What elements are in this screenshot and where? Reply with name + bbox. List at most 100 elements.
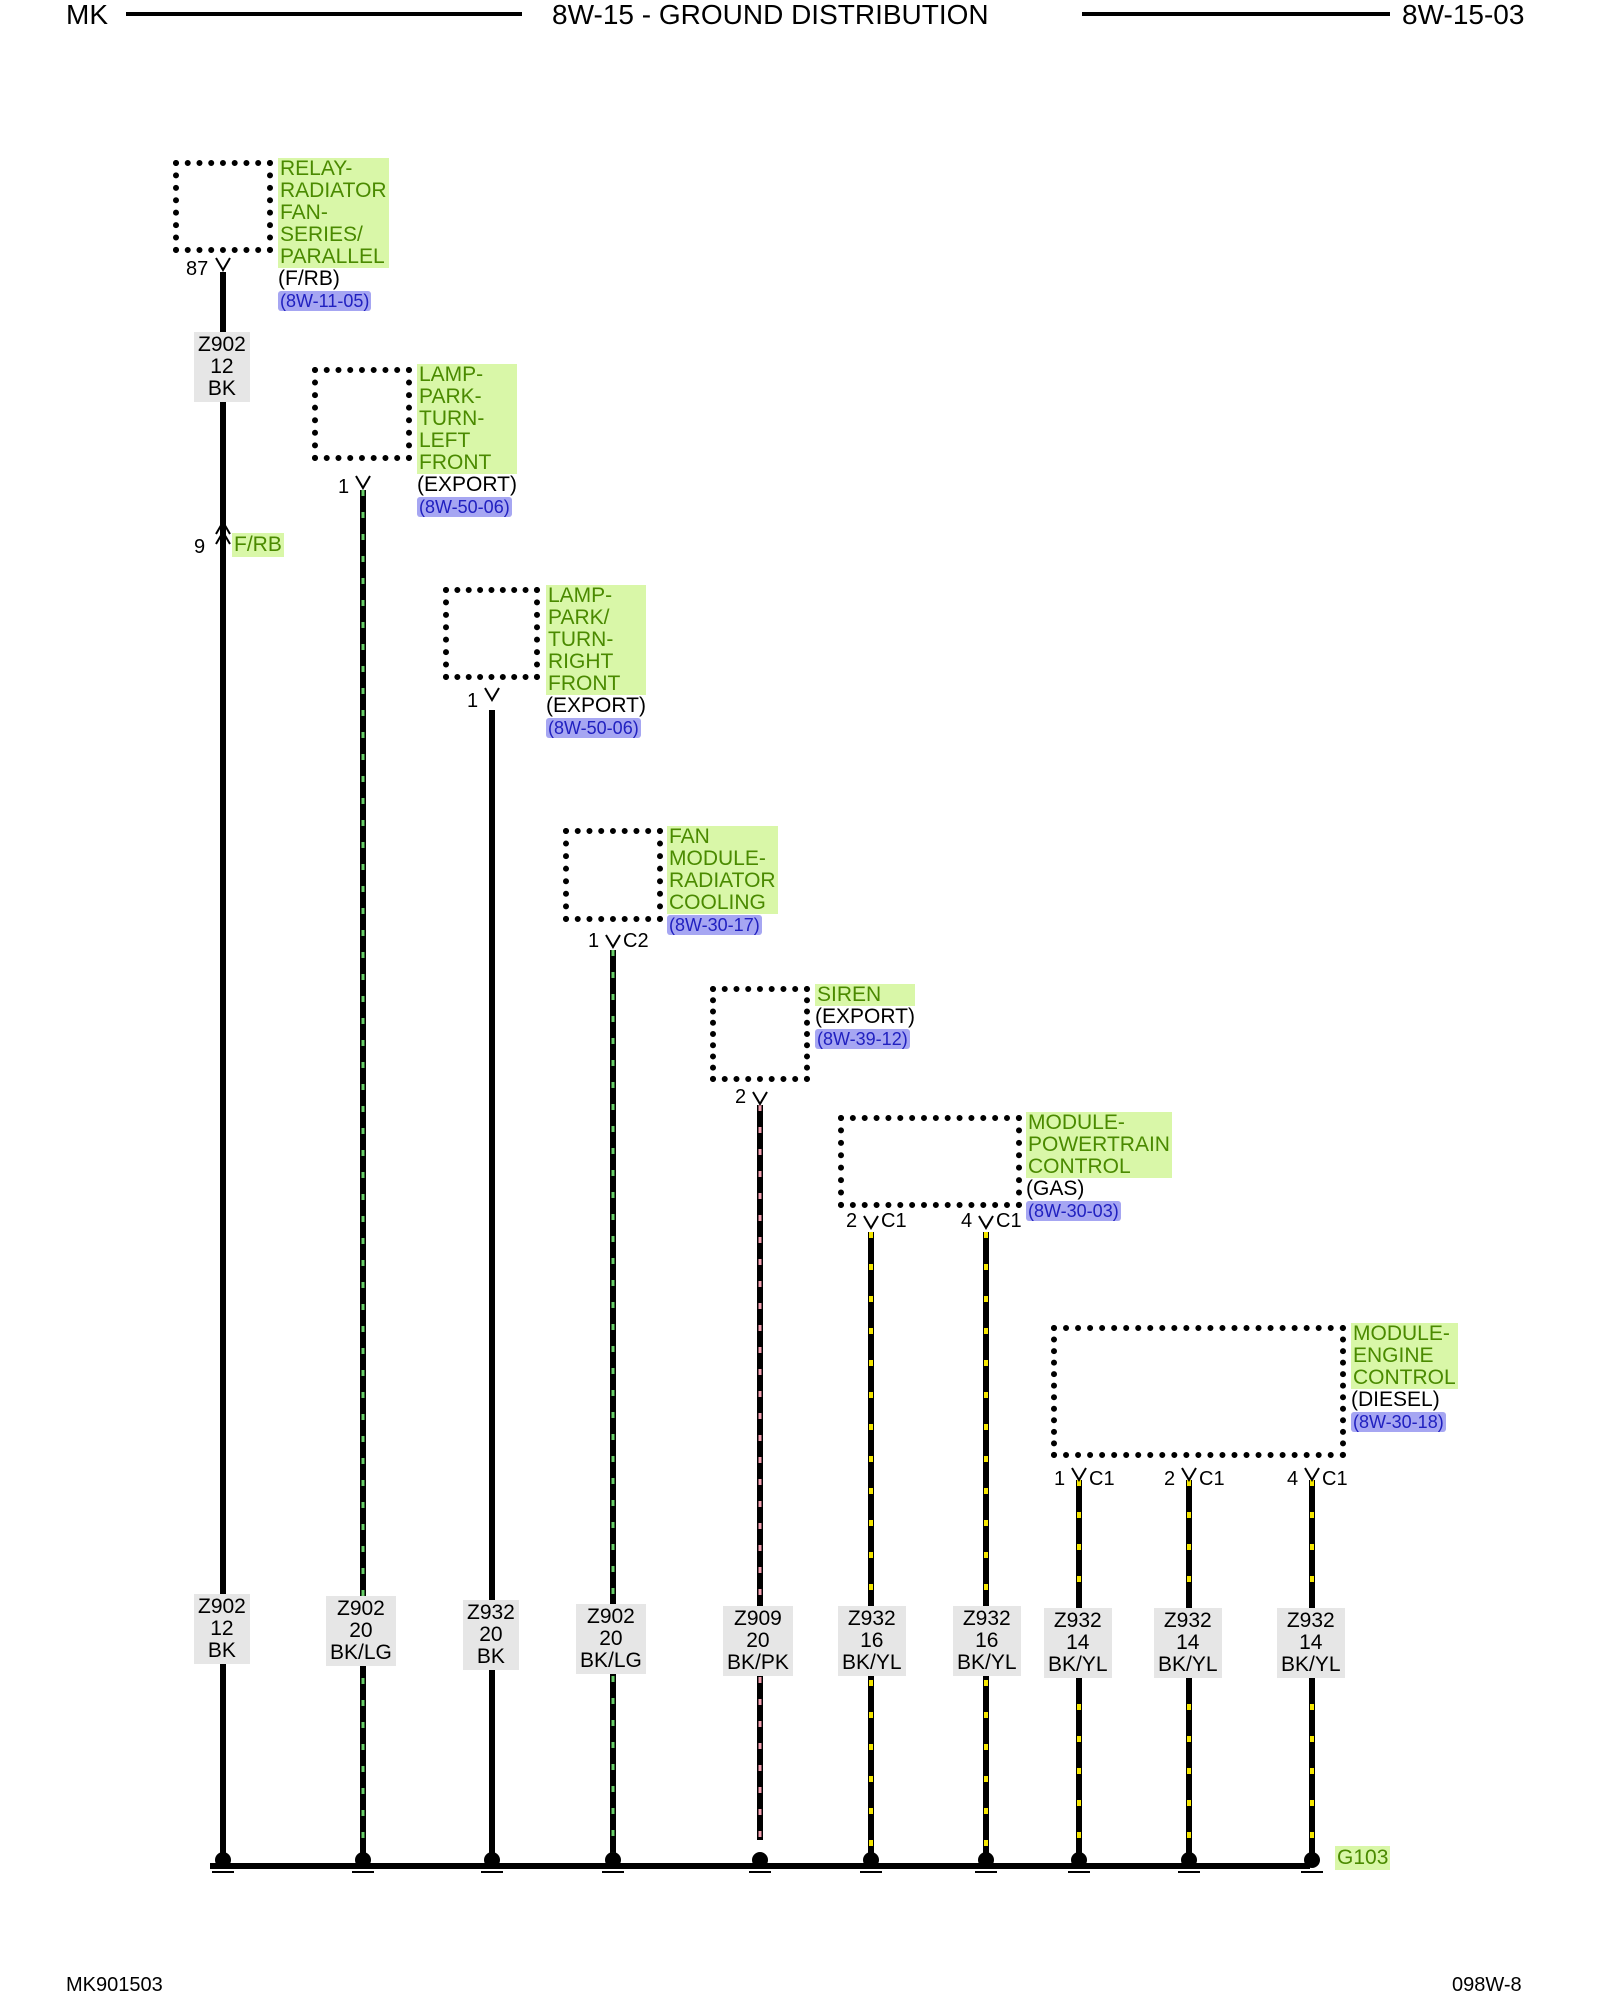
label-line: FRONT [417, 452, 517, 474]
pin-number: 2 [846, 1210, 858, 1232]
pin-number: 1 [588, 930, 600, 952]
wire-label: Z932 14 BK/YL [1154, 1608, 1222, 1678]
component-label-pcm: MODULE- POWERTRAIN CONTROL (GAS) (8W-30-… [1026, 1112, 1172, 1222]
page-title: 8W-15 - GROUND DISTRIBUTION [552, 0, 989, 30]
label-line: FAN- [278, 202, 389, 224]
pin-number: 1 [1054, 1468, 1066, 1490]
label-line: MODULE- [1026, 1112, 1172, 1134]
label-line: RADIATOR [667, 869, 778, 892]
pin-number: 1 [338, 476, 350, 498]
wire-circuit: Z902 [337, 1597, 385, 1620]
wire-label: Z932 20 BK [463, 1600, 519, 1670]
footer-left: MK901503 [66, 1974, 163, 1996]
page-reference-link[interactable]: (8W-11-05) [278, 291, 372, 311]
wire-label: Z932 14 BK/YL [1277, 1608, 1345, 1678]
connector-id: C1 [1089, 1468, 1115, 1490]
label-line: ENGINE [1351, 1345, 1458, 1367]
label-line: CONTROL [1351, 1366, 1458, 1389]
wire-color: BK/LG [330, 1641, 392, 1664]
pin-number: 2 [735, 1086, 747, 1108]
page-reference-link[interactable]: (8W-30-17) [667, 915, 762, 935]
component-label-siren: SIREN (EXPORT) (8W-39-12) [815, 984, 915, 1050]
connector-id: C1 [881, 1210, 907, 1232]
label-line: CONTROL [1026, 1156, 1172, 1178]
component-note: (EXPORT) [815, 1005, 915, 1028]
module-powertrain-control-box[interactable] [838, 1115, 1022, 1208]
label-line: LAMP- [417, 364, 517, 386]
label-line: TURN- [417, 408, 517, 430]
wire-gauge: 14 [1176, 1631, 1200, 1654]
wire-label: Z932 16 BK/YL [838, 1606, 906, 1676]
pin-number: 87 [186, 258, 209, 280]
wire-color: BK/YL [842, 1651, 902, 1674]
label-line: COOLING [667, 892, 778, 914]
connector-id: C1 [996, 1210, 1022, 1232]
label-line: POWERTRAIN [1026, 1133, 1172, 1156]
wire-gauge: 20 [599, 1627, 623, 1650]
label-line: LEFT [417, 430, 517, 452]
wire-gauge: 12 [210, 1617, 234, 1640]
wire-gauge: 20 [479, 1623, 503, 1646]
label-line: MODULE- [1351, 1323, 1458, 1345]
component-label-fan-module: FAN MODULE- RADIATOR COOLING (8W-30-17) [667, 826, 778, 936]
wire-label-upper: Z902 12 BK [194, 332, 250, 402]
component-label-lamp-right: LAMP- PARK/ TURN- RIGHT FRONT (EXPORT) (… [546, 585, 646, 739]
label-line: RIGHT [546, 651, 646, 673]
wire-color: BK/YL [1048, 1653, 1108, 1676]
wire-color: BK/YL [957, 1651, 1017, 1674]
header-left: MK [66, 0, 108, 30]
component-note: (EXPORT) [546, 694, 646, 717]
wire-gauge: 16 [975, 1629, 999, 1652]
page-reference-link[interactable]: (8W-30-03) [1026, 1201, 1121, 1221]
label-line: LAMP- [546, 585, 646, 607]
splice-pin-number: 9 [194, 536, 206, 558]
component-label-relay: RELAY- RADIATOR FAN- SERIES/ PARALLEL (F… [278, 158, 389, 312]
wire-color: BK [207, 377, 236, 400]
page-reference-link[interactable]: (8W-50-06) [417, 497, 512, 517]
label-line: PARALLEL [278, 246, 389, 268]
splice-connector-label: F/RB [232, 533, 284, 557]
connector-id: C2 [623, 930, 649, 952]
label-line: FRONT [546, 673, 646, 695]
wire-circuit: Z902 [587, 1605, 635, 1628]
wire-circuit: Z909 [734, 1607, 782, 1630]
siren-box[interactable] [710, 986, 810, 1082]
wire-label: Z932 16 BK/YL [953, 1606, 1021, 1676]
lamp-park-turn-left-front-box[interactable] [312, 367, 412, 461]
header-rule-right [1082, 12, 1390, 16]
wire-label: Z902 12 BK [194, 1594, 250, 1664]
wire-circuit: Z932 [1053, 1609, 1102, 1632]
wire-gauge: 14 [1299, 1631, 1323, 1654]
label-line: RELAY- [278, 158, 389, 180]
page-reference-link[interactable]: (8W-50-06) [546, 718, 641, 738]
fan-module-radiator-cooling-box[interactable] [563, 828, 663, 922]
wire-gauge: 20 [746, 1629, 770, 1652]
wire-label: Z909 20 BK/PK [723, 1606, 793, 1676]
relay-radiator-fan-box[interactable] [173, 160, 273, 253]
component-note: (F/RB) [278, 267, 340, 290]
label-line: RADIATOR [278, 179, 389, 202]
ground-label[interactable]: G103 [1335, 1846, 1391, 1870]
component-note: (GAS) [1026, 1177, 1085, 1200]
pin-number: 4 [1287, 1468, 1299, 1490]
component-label-lamp-left: LAMP- PARK- TURN- LEFT FRONT (EXPORT) (8… [417, 364, 517, 518]
wire-circuit: Z932 [847, 1607, 896, 1630]
label-line: FAN [667, 826, 778, 848]
wire-circuit: Z932 [1163, 1609, 1212, 1632]
wire-gauge: 14 [1066, 1631, 1090, 1654]
pin-number: 2 [1164, 1468, 1176, 1490]
lamp-park-turn-right-front-box[interactable] [443, 587, 540, 680]
pin-number: 1 [467, 690, 479, 712]
page-reference-link[interactable]: (8W-30-18) [1351, 1412, 1446, 1432]
wire-color: BK [476, 1645, 505, 1668]
wire-label: Z902 20 BK/LG [576, 1604, 646, 1674]
label-line: TURN- [546, 629, 646, 651]
connector-id: C1 [1322, 1468, 1348, 1490]
page-reference-link[interactable]: (8W-39-12) [815, 1029, 910, 1049]
label-line: PARK/ [546, 607, 646, 629]
wire-circuit: Z902 [198, 1595, 246, 1618]
module-engine-control-box[interactable] [1051, 1325, 1346, 1458]
label-line: MODULE- [667, 848, 778, 870]
connector-chevrons [215, 257, 1320, 1482]
wire-circuit: Z932 [1286, 1609, 1335, 1632]
